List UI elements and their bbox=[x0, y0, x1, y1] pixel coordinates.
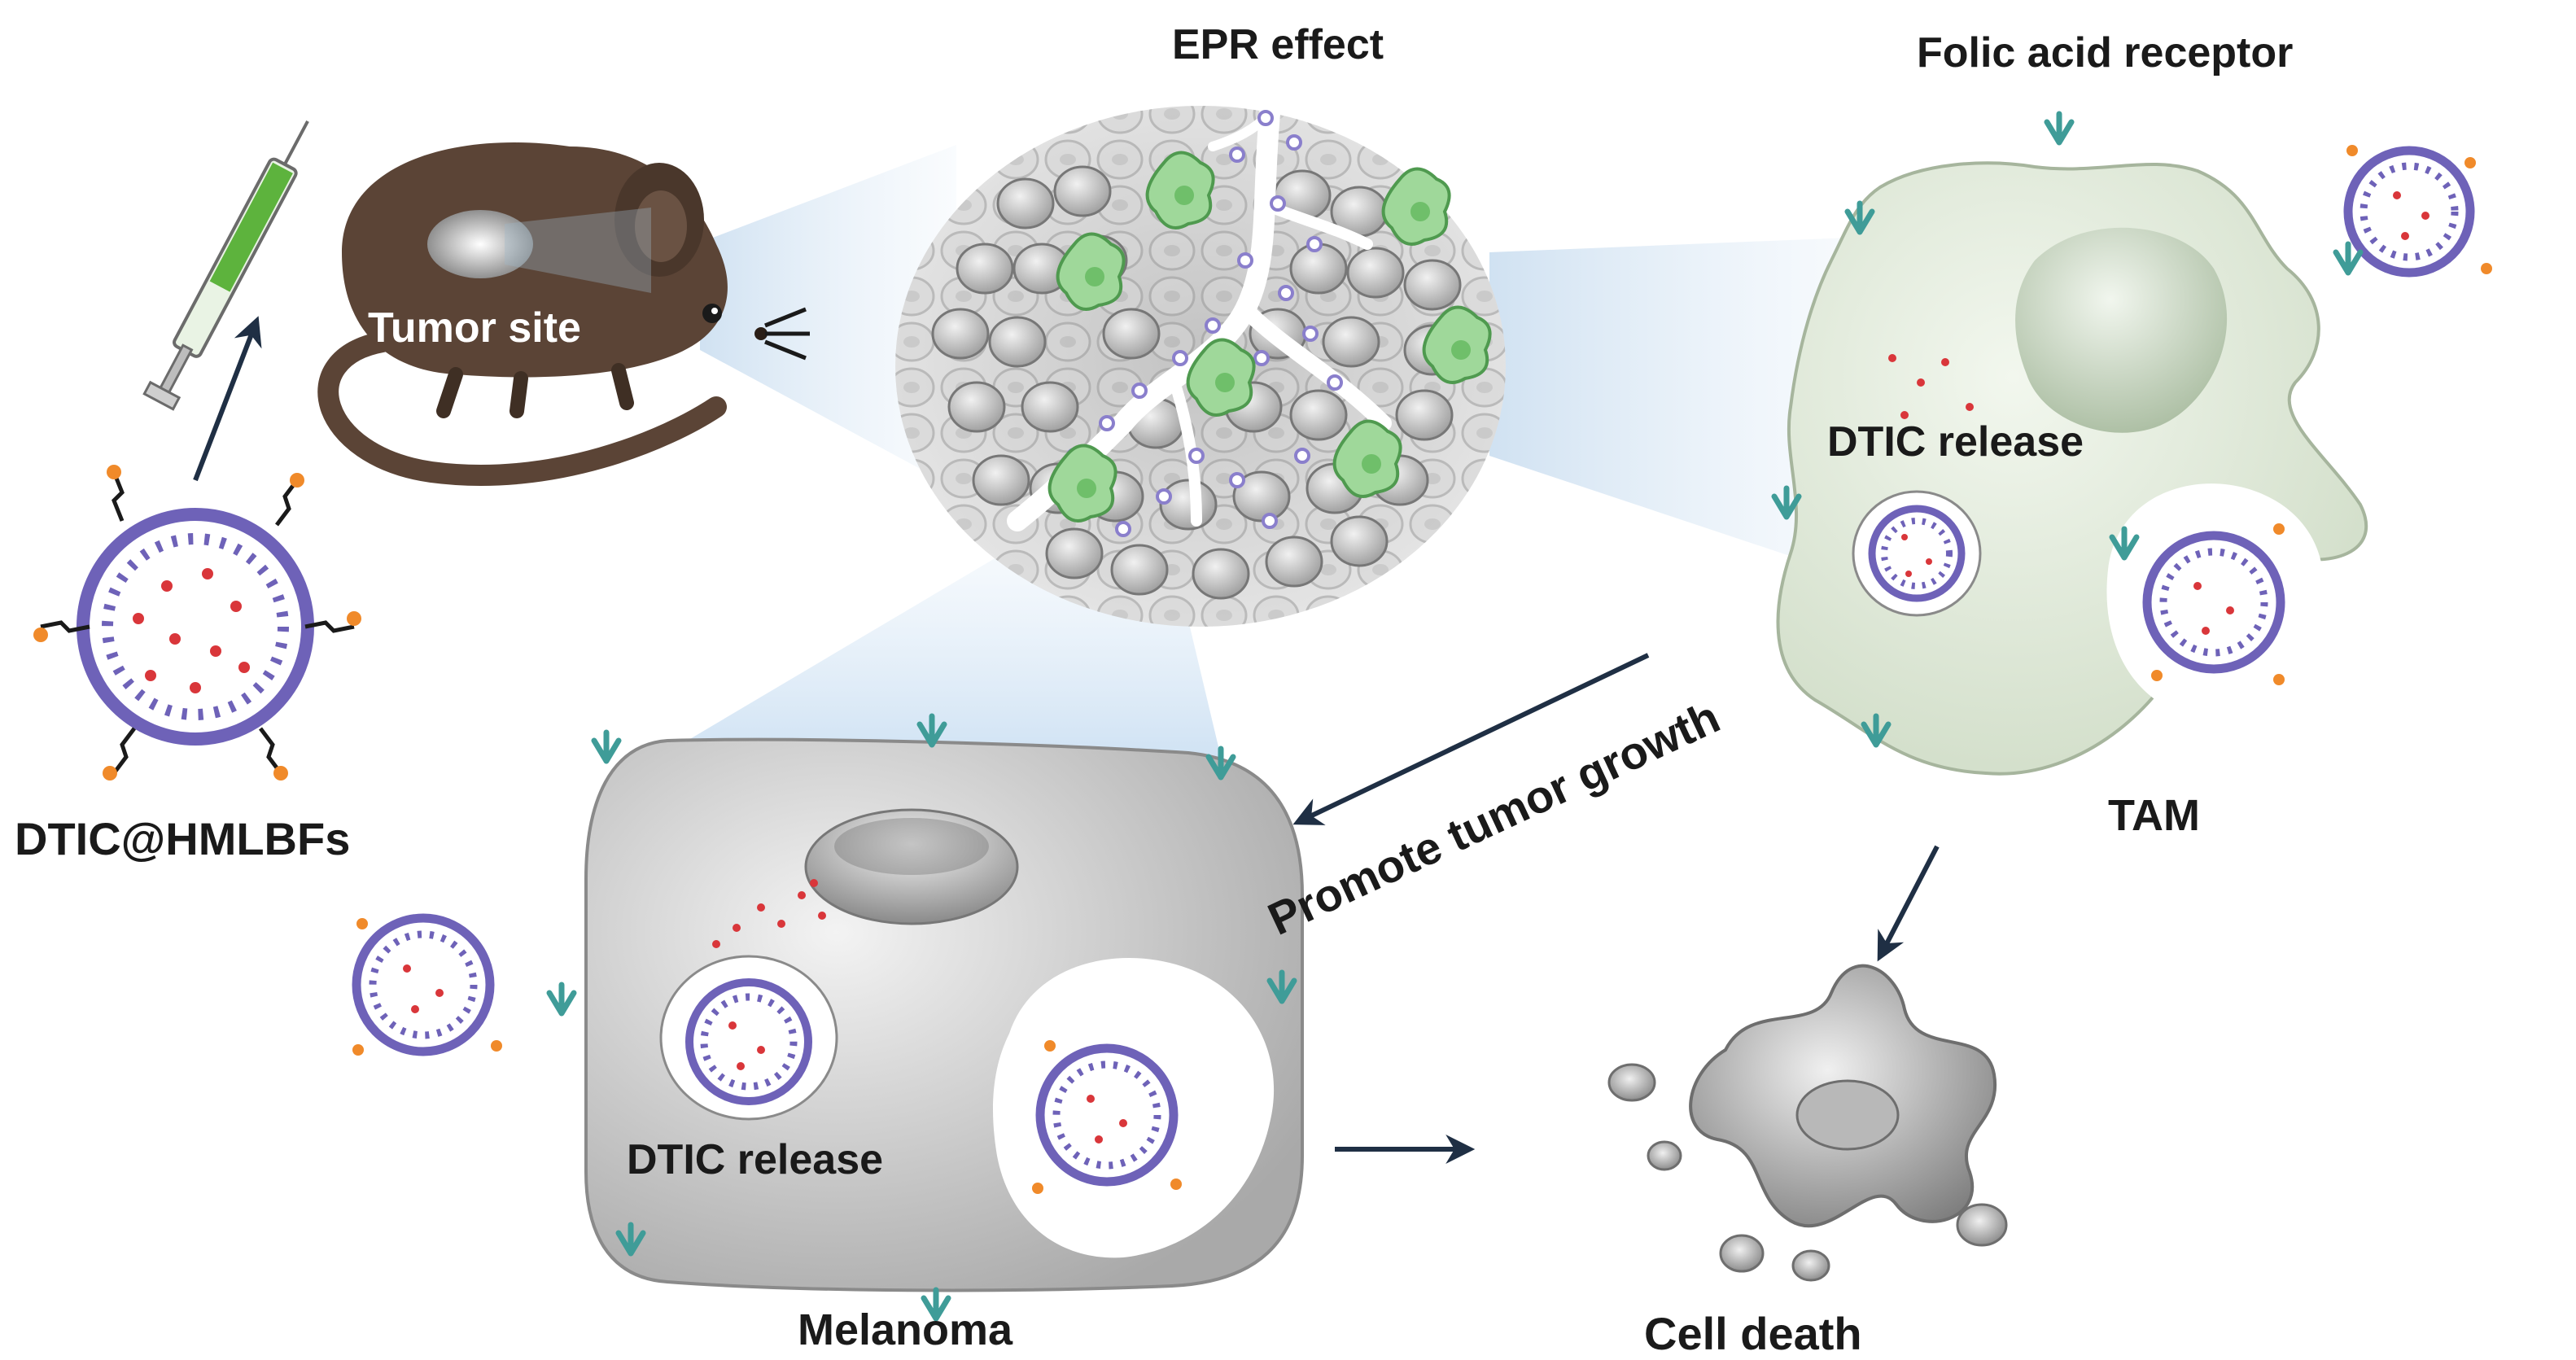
folic-acid-receptor-label: Folic acid receptor bbox=[1917, 29, 2293, 77]
apoptotic-bodies bbox=[1607, 1063, 2008, 1282]
liposome-tam-outer bbox=[2343, 146, 2475, 278]
tumor-site-label: Tumor site bbox=[368, 304, 581, 352]
mouse-nose bbox=[754, 327, 768, 340]
melanoma-label: Melanoma bbox=[798, 1305, 1013, 1354]
mouse-tail bbox=[317, 331, 727, 486]
tam-nucleus bbox=[2015, 227, 2228, 433]
arrow-tam-to-melanoma bbox=[1292, 653, 1650, 825]
tam-label: TAM bbox=[2108, 791, 2200, 840]
epr-effect-label: EPR effect bbox=[1172, 21, 1384, 68]
folate-receptors bbox=[546, 111, 2364, 1322]
liposome-melanoma-outer bbox=[352, 913, 495, 1056]
liposome-main bbox=[77, 508, 314, 746]
tumor-cells bbox=[931, 165, 1462, 600]
folate-tails bbox=[40, 471, 355, 775]
beam-tumor-to-tam bbox=[1489, 236, 1888, 570]
liposome-tam-pocket bbox=[2142, 531, 2285, 674]
beam-mouse-to-tumor bbox=[700, 145, 956, 488]
dead-cell bbox=[1607, 964, 2008, 1282]
mouse-whiskers bbox=[764, 307, 810, 361]
leaked-nanoparticles bbox=[1066, 110, 1375, 537]
syringe-icon bbox=[142, 120, 309, 411]
liposome-melanoma-pocket bbox=[1035, 1043, 1179, 1187]
mouse-tumor-spot bbox=[427, 210, 533, 278]
arrow-particle-to-syringe bbox=[193, 316, 262, 482]
mouse-eye bbox=[702, 304, 722, 323]
drug-dots bbox=[133, 191, 2429, 1144]
dtic-hmlbfs-label: DTIC@HMLBFs bbox=[15, 813, 350, 864]
tam-dtic-release-label: DTIC release bbox=[1827, 418, 2084, 466]
arrow-tam-to-death bbox=[1877, 845, 1940, 962]
liposome-melanoma-inner bbox=[685, 978, 812, 1105]
mouse: Tumor site bbox=[317, 142, 810, 486]
liposome-tam-inner bbox=[1868, 505, 1966, 602]
tam-cell: DTIC release bbox=[1776, 161, 2368, 776]
melanoma-nucleus bbox=[804, 808, 1019, 925]
folate-heads bbox=[33, 145, 2492, 1194]
process-arrows bbox=[193, 316, 1940, 1164]
melanoma-dtic-release-label: DTIC release bbox=[627, 1136, 883, 1183]
cell-death-label: Cell death bbox=[1644, 1308, 1862, 1359]
tumor-tissue bbox=[895, 103, 1506, 627]
liposomes bbox=[33, 145, 2492, 1194]
